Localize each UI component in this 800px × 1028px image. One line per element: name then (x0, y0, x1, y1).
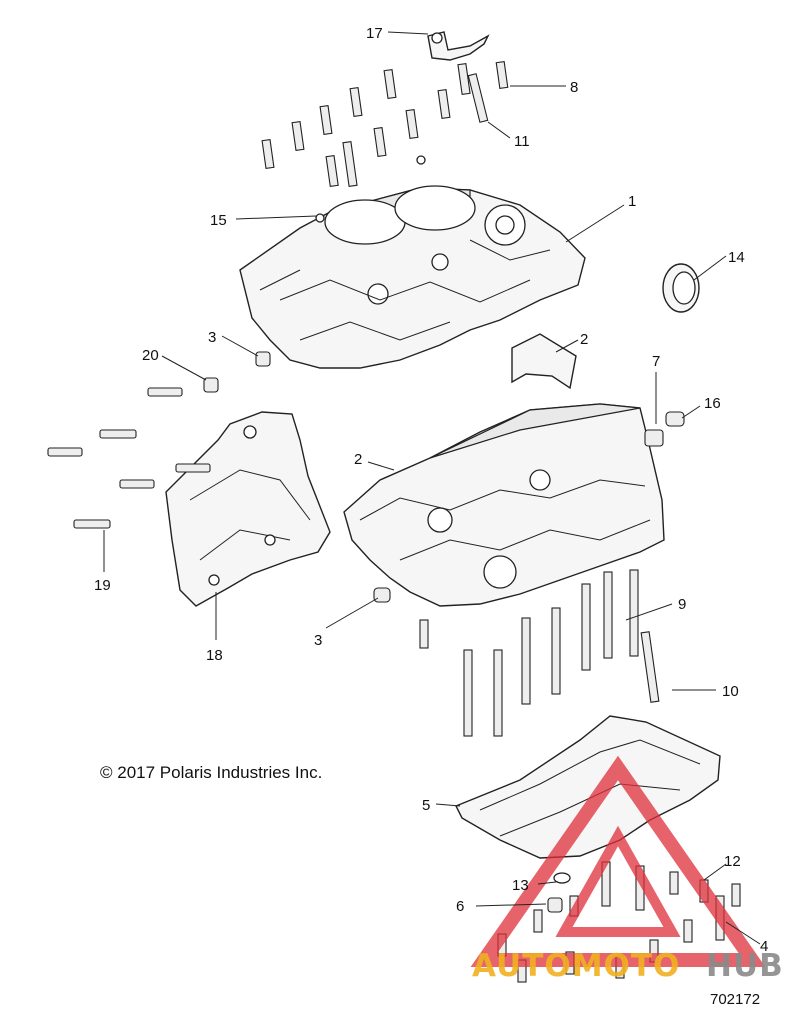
copyright-text: © 2017 Polaris Industries Inc. (100, 763, 322, 782)
callout-20: 20 (142, 347, 159, 364)
callout-5: 5 (422, 797, 430, 814)
callout-17: 17 (366, 25, 383, 42)
side-cover-bolts-group (47, 351, 271, 529)
callout-2-upper: 2 (580, 331, 588, 348)
callout-7: 7 (652, 353, 660, 370)
watermark-text-part1: AUTOMOTO (472, 948, 680, 984)
callout-leaders (103, 31, 761, 945)
callout-12: 12 (724, 853, 741, 870)
callout-4: 4 (760, 938, 768, 955)
callout-18: 18 (206, 647, 223, 664)
callouts: 17 8 11 15 1 14 3 20 2 7 16 2 19 18 3 9 … (94, 25, 768, 955)
bearing-cap-part (511, 333, 577, 390)
callout-10: 10 (722, 683, 739, 700)
document-number: 702172 (710, 991, 760, 1008)
callout-11: 11 (514, 133, 530, 150)
side-cover-part (165, 411, 331, 607)
callout-16: 16 (704, 395, 721, 412)
long-bolts-group (419, 569, 660, 737)
lower-crankcase-part (343, 403, 665, 607)
oil-pan-part (455, 715, 721, 859)
oil-seal-part (662, 263, 700, 313)
callout-3-upper: 3 (208, 329, 216, 346)
callout-8: 8 (570, 79, 578, 96)
watermark-text-part2: HUB (706, 948, 784, 984)
callout-19: 19 (94, 577, 111, 594)
callout-1: 1 (628, 193, 636, 210)
callout-2-lower: 2 (354, 451, 362, 468)
callout-3-lower: 3 (314, 632, 322, 649)
callout-13: 13 (512, 877, 529, 894)
top-bolts-group (261, 60, 509, 188)
sensor-part (427, 31, 490, 61)
watermark-logo (470, 755, 766, 967)
callout-9: 9 (678, 596, 686, 613)
callout-14: 14 (728, 249, 745, 266)
upper-crankcase-part (239, 185, 586, 369)
callout-6: 6 (456, 898, 464, 915)
callout-15: 15 (210, 212, 227, 229)
